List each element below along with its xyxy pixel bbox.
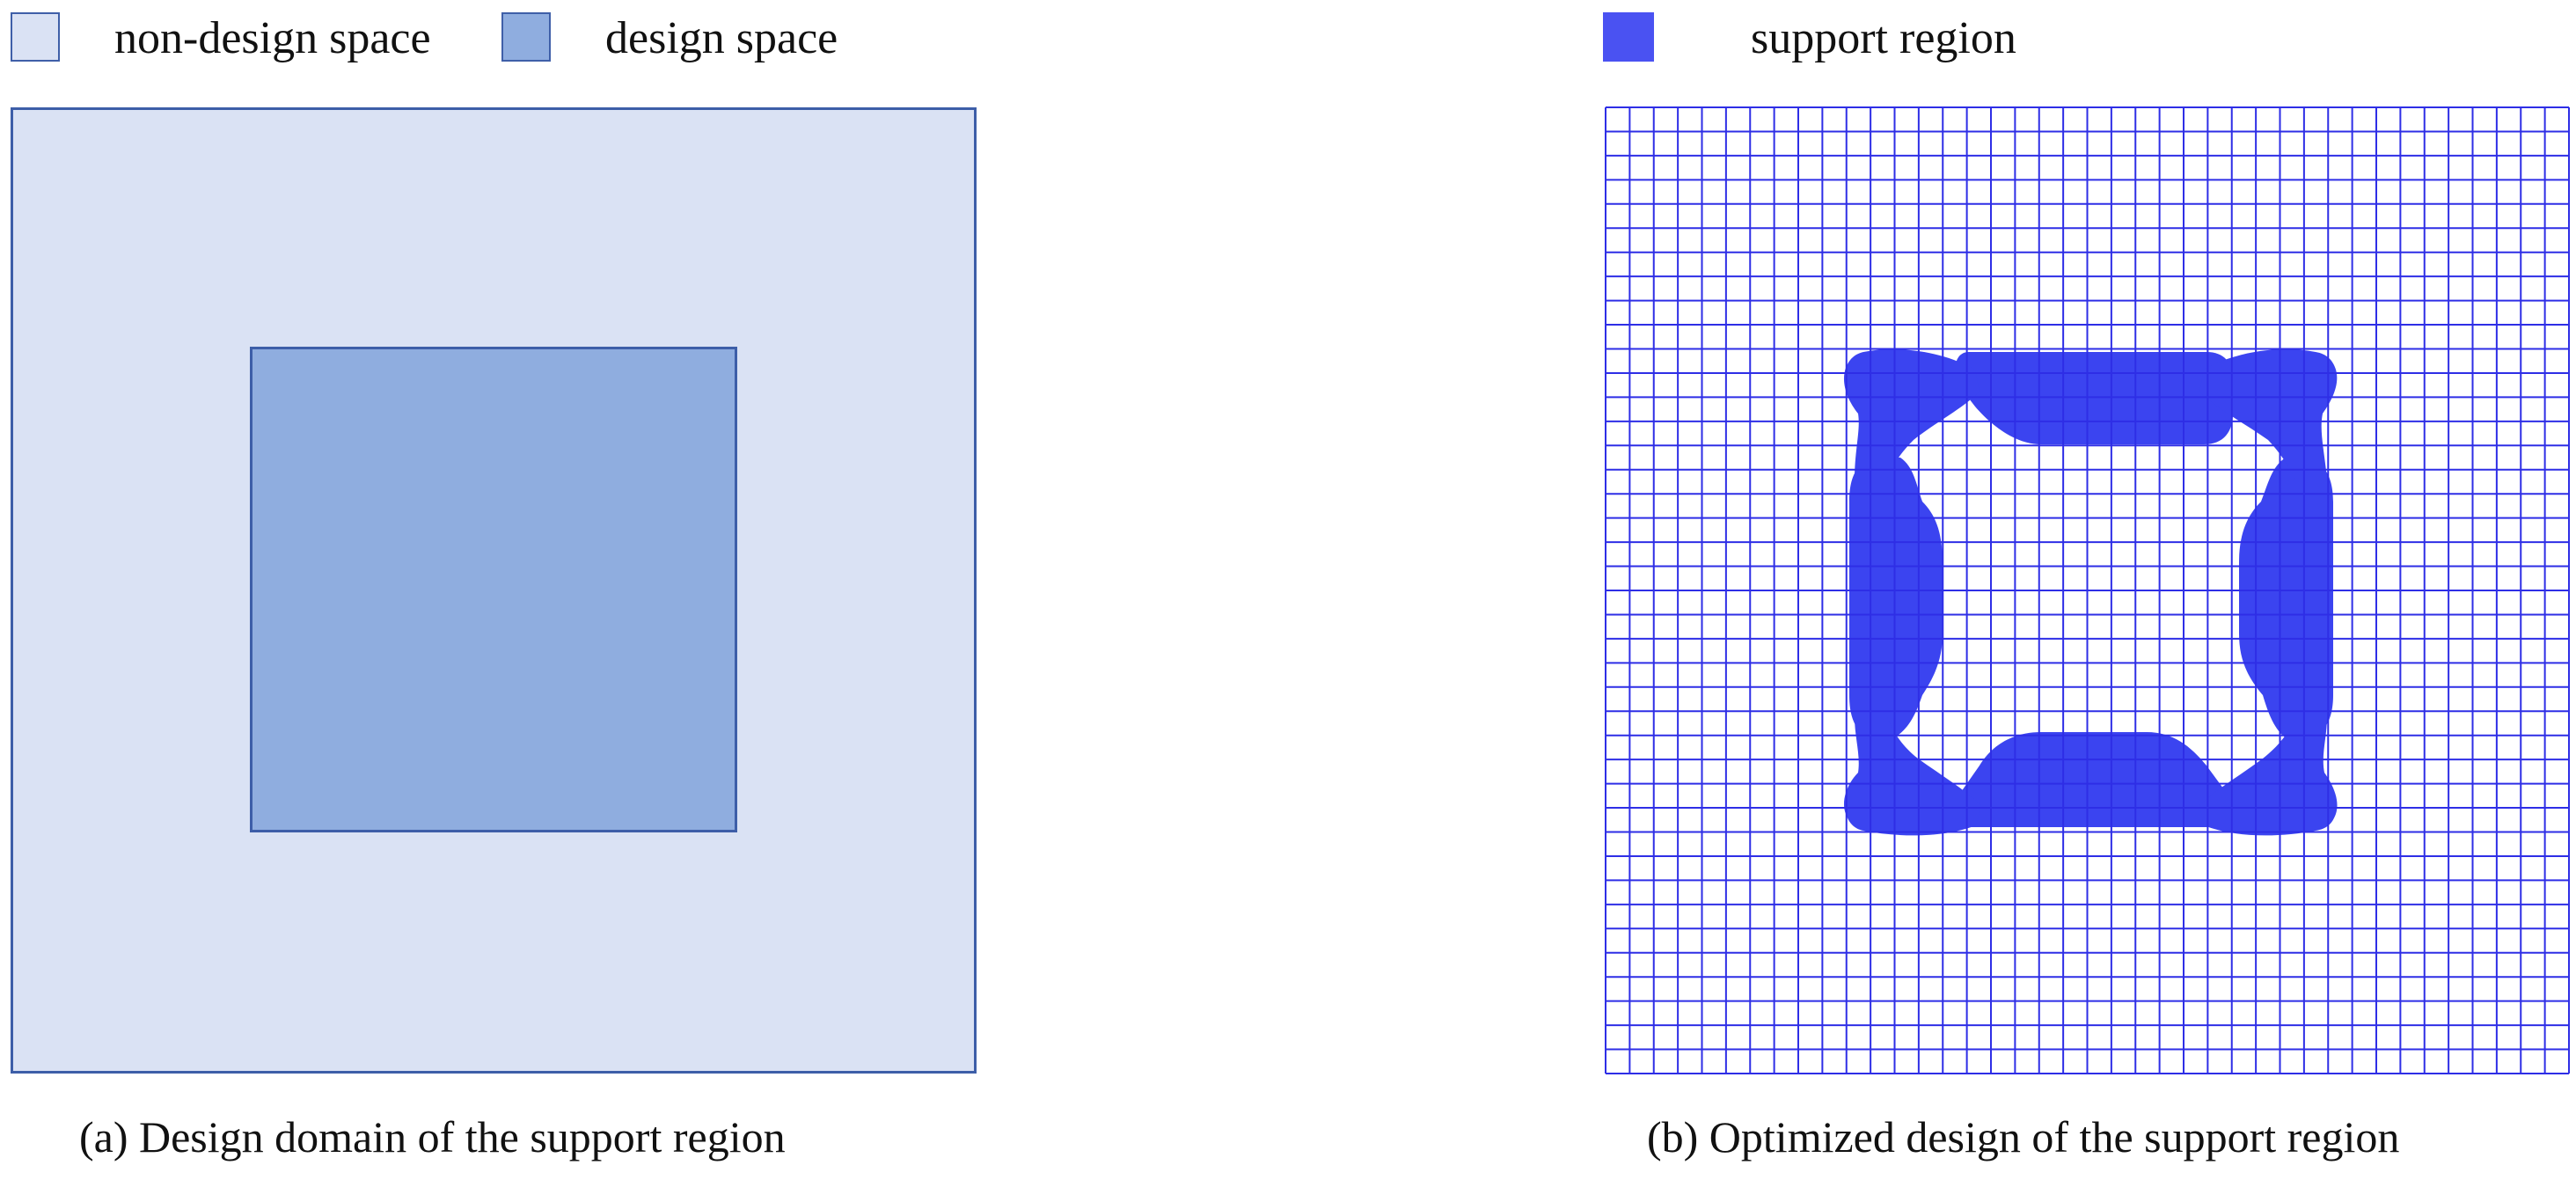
support-region-top-bar [1955, 352, 2233, 444]
legend-label-non-design-space: non-design space [114, 13, 431, 63]
support-region-corner-top-right [2199, 348, 2338, 480]
design-space-region [250, 347, 737, 832]
mesh-grid [1605, 106, 2570, 1074]
caption-panel-a: (a) Design domain of the support region [79, 1112, 786, 1162]
support-region-bottom-bar [1952, 732, 2229, 827]
legend-label-support-region: support region [1751, 13, 2016, 63]
design-space-swatch-icon [501, 12, 551, 62]
non-design-space-swatch-icon [11, 12, 60, 62]
support-region-right-bar [2239, 458, 2333, 739]
support-region-swatch-icon [1603, 12, 1654, 62]
support-region-left-bar [1849, 458, 1943, 739]
support-region-corner-bottom-right [2199, 717, 2338, 836]
caption-panel-b: (b) Optimized design of the support regi… [1647, 1112, 2400, 1162]
support-region-corner-bottom-left [1843, 717, 1981, 836]
legend-label-design-space: design space [605, 13, 838, 63]
non-design-space-region [11, 107, 977, 1074]
support-region-corner-top-left [1843, 348, 1980, 480]
